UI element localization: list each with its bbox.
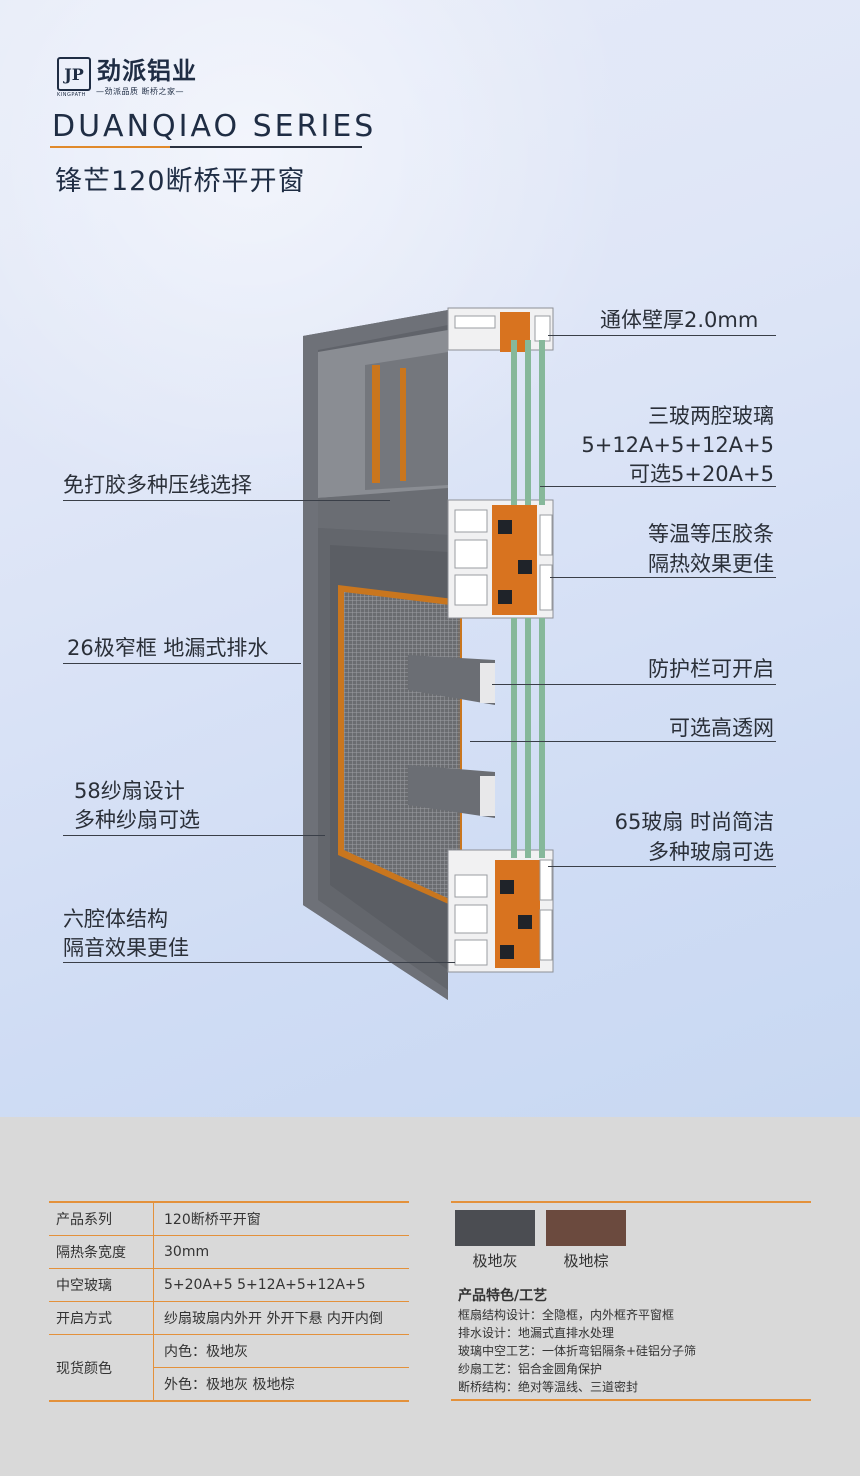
ann-glass-1: 三玻两腔玻璃 [648, 404, 774, 428]
spec-color-values: 内色：极地灰 外色：极地灰 极地棕 [154, 1335, 409, 1400]
brand-en: KINGPATH [57, 92, 86, 98]
profile-middle [447, 499, 554, 619]
guard-bar-bottom [408, 765, 495, 818]
lead-mesh [470, 741, 776, 742]
spec-color-inner: 内色：极地灰 [154, 1335, 409, 1368]
spec-color-outer: 外色：极地灰 极地棕 [164, 1377, 295, 1393]
series-underline [50, 146, 362, 148]
ann-screen-1: 58纱扇设计 [74, 779, 185, 803]
spec-row: 隔热条宽度 30mm [49, 1236, 409, 1269]
mullion [318, 488, 448, 535]
spec-value: 30mm [164, 1244, 210, 1260]
brand-name: 劲派铝业 [97, 57, 197, 85]
spec-value: 纱扇玻扇内外开 外开下悬 内开内倒 [164, 1311, 383, 1327]
swatch-gray-label: 极地灰 [472, 1252, 518, 1270]
top-orange-bar [372, 365, 380, 483]
feature-item: 框扇结构设计：全隐框，内外框齐平窗框 [458, 1308, 675, 1322]
swatch-brown-label: 极地棕 [563, 1252, 609, 1270]
spec-table: 产品系列 120断桥平开窗 隔热条宽度 30mm 中空玻璃 5+20A+5 5+… [49, 1201, 409, 1402]
spec-row: 开启方式 纱扇玻扇内外开 外开下悬 内开内倒 [49, 1302, 409, 1335]
top-orange-bar-2 [400, 368, 406, 481]
lead-frame [63, 663, 301, 664]
ann-wall: 通体壁厚2.0mm [600, 308, 759, 332]
window-illustration [303, 307, 554, 1000]
product-name: 锋芒120断桥平开窗 [55, 166, 306, 197]
ann-cavity-1: 六腔体结构 [63, 907, 168, 931]
profile-bottom [447, 849, 554, 973]
swatch-gray [455, 1210, 535, 1246]
features-block: 极地灰 极地棕 产品特色/工艺 框扇结构设计：全隐框，内外框齐平窗框 排水设计：… [451, 1201, 811, 1401]
spec-row: 产品系列 120断桥平开窗 [49, 1203, 409, 1236]
ann-seal-2: 隔热效果更佳 [648, 552, 774, 576]
spec-key: 隔热条宽度 [49, 1236, 154, 1268]
spec-row: 中空玻璃 5+20A+5 5+12A+5+12A+5 [49, 1269, 409, 1302]
feature-item: 玻璃中空工艺：一体折弯铝隔条+硅铝分子筛 [458, 1344, 697, 1358]
feature-item: 断桥结构：绝对等温线、三道密封 [458, 1380, 639, 1394]
brand-mark: JP [57, 57, 91, 91]
ann-seal-1: 等温等压胶条 [648, 522, 774, 546]
brand-logo: JP 劲派铝业 [57, 57, 197, 91]
feature-item: 排水设计：地漏式直排水处理 [458, 1326, 615, 1340]
lead-screen [63, 835, 325, 836]
ann-guard: 防护栏可开启 [648, 657, 774, 681]
swatch-brown [546, 1210, 626, 1246]
feature-item: 纱扇工艺：铝合金圆角保护 [458, 1362, 603, 1376]
ann-sash-1: 65玻扇 时尚简洁 [614, 810, 774, 834]
lead-wall [548, 335, 776, 336]
ann-bead: 免打胶多种压线选择 [63, 473, 252, 497]
spec-row-colors: 现货颜色 内色：极地灰 外色：极地灰 极地棕 [49, 1335, 409, 1400]
ann-glass-2: 5+12A+5+12A+5 [581, 433, 774, 457]
lead-guard [492, 684, 776, 685]
features-title: 产品特色/工艺 [458, 1288, 548, 1304]
ann-mesh: 可选高透网 [669, 716, 774, 740]
guard-end-top [480, 663, 495, 703]
mesh-panel [408, 610, 460, 850]
series-title: DUANQIAO SERIES [52, 109, 377, 144]
brand-tagline: —劲派品质 断桥之家— [96, 87, 185, 96]
top-inner-shade [365, 352, 448, 490]
spec-value: 5+20A+5 5+12A+5+12A+5 [164, 1277, 366, 1293]
lead-seal [550, 577, 776, 578]
ann-sash-2: 多种玻扇可选 [648, 840, 774, 864]
guard-bar-top [408, 655, 495, 705]
guard-end-bottom [480, 776, 495, 816]
spec-key: 开启方式 [49, 1302, 154, 1334]
ann-screen-2: 多种纱扇可选 [74, 808, 200, 832]
profile-top [447, 307, 554, 352]
ann-frame: 26极窄框 地漏式排水 [67, 636, 269, 660]
ann-cavity-2: 隔音效果更佳 [63, 936, 189, 960]
lead-bead [63, 500, 390, 501]
ann-glass-3: 可选5+20A+5 [628, 462, 774, 486]
lead-glass [540, 486, 776, 487]
lead-sash [548, 866, 776, 867]
frame-front-face [303, 310, 448, 1000]
spec-key: 产品系列 [49, 1203, 154, 1235]
lead-cavity [63, 962, 455, 963]
spec-key: 中空玻璃 [49, 1269, 154, 1301]
hero-section: JP 劲派铝业 KINGPATH —劲派品质 断桥之家— DUANQIAO SE… [0, 0, 860, 1117]
glass-panes [511, 340, 545, 858]
spec-value: 120断桥平开窗 [164, 1212, 261, 1228]
spec-key: 现货颜色 [49, 1335, 154, 1400]
